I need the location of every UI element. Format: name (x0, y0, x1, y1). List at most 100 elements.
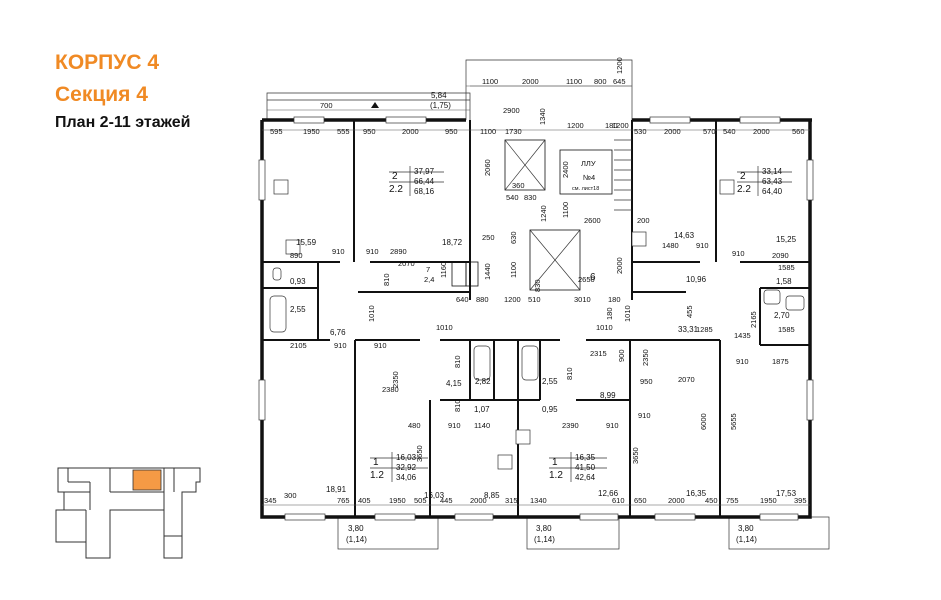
dimension-label: 180 (605, 307, 614, 320)
dimension-label: 810 (382, 273, 391, 286)
dimension-label: 910 (366, 247, 379, 256)
balcony-area-reduced: (1,14) (534, 535, 555, 544)
dimension-label: 950 (445, 127, 458, 136)
dimension-label: 1340 (538, 108, 547, 125)
dimension-label: 595 (270, 127, 283, 136)
stove-icon (497, 454, 513, 470)
stove-icon (631, 231, 647, 247)
apartment-area-total: 32,92 (396, 463, 417, 472)
dimension-label: 360 (512, 181, 525, 190)
dimension-label: 2000 (668, 496, 685, 505)
apartment-sw-info: 1 1.2 16,03 32,92 34,06 (370, 452, 428, 482)
dimension-label: 505 (414, 496, 427, 505)
dimension-label: 560 (792, 127, 805, 136)
balcony-area: 3,80 (536, 524, 552, 533)
apartment-rooms: 1 (552, 457, 558, 468)
balcony-area: 5,84 (431, 91, 447, 100)
dimensions-bottom-row: 345 300 765 405 1950 445 2000 315 1340 6… (264, 491, 807, 505)
dimension-label: 2380 (382, 385, 399, 394)
room-area-label: 1,07 (474, 405, 490, 414)
room-area-label: 14,63 (674, 231, 695, 240)
room-area-label: 10,96 (686, 275, 707, 284)
dimension-label: 250 (482, 233, 495, 242)
dimension-label: 1100 (509, 262, 518, 278)
dimension-label: 1200 (615, 57, 624, 74)
dimension-label: 765 (337, 496, 350, 505)
bathtub-icon (473, 345, 491, 381)
room-area-label: 16,35 (686, 489, 707, 498)
dimension-label: 910 (638, 411, 651, 420)
dimension-label: 1585 (778, 263, 795, 272)
dimension-label: 5655 (729, 413, 738, 430)
dimension-label: 180 (605, 121, 618, 130)
room-7-tag: 7 (426, 265, 430, 274)
dimension-label: 910 (696, 241, 709, 250)
room-area-label: 8,85 (484, 491, 500, 500)
dimension-label: 540 (506, 193, 519, 202)
apartment-rooms: 1 (373, 457, 379, 468)
dimension-label: 630 (509, 231, 518, 244)
room-area-label: 12,66 (598, 489, 619, 498)
bottom-balconies (337, 516, 830, 550)
dimension-label: 900 (617, 349, 626, 362)
apartment-rooms: 2 (740, 171, 746, 182)
dimension-label: 880 (476, 295, 489, 304)
dimension-label: 180 (608, 295, 621, 304)
dimension-label: 1730 (505, 127, 522, 136)
balcony-area: 3,80 (348, 524, 364, 533)
toilet-icon (272, 267, 282, 281)
dimension-label: 570 (703, 127, 716, 136)
balcony-area: 3,80 (738, 524, 754, 533)
dimension-label: 755 (726, 496, 739, 505)
dimension-label: 2000 (402, 127, 419, 136)
dimension-label: 910 (606, 421, 619, 430)
dimension-label: 910 (332, 247, 345, 256)
dimension-label: 3650 (415, 445, 424, 462)
dimension-label: 3010 (574, 295, 591, 304)
top-balcony (266, 92, 471, 120)
room-areas: 15,59 18,72 0,93 2,55 6,76 14,63 15,25 1… (290, 231, 797, 500)
room-area-label: 2,82 (475, 377, 491, 386)
stair-label: ЛЛУ (581, 159, 596, 168)
dimension-label: 1010 (436, 323, 453, 332)
lift-tag: 6 (590, 272, 596, 283)
dimension-label: 2070 (398, 259, 415, 268)
dimension-label: 3650 (631, 447, 640, 464)
dimension-label: 1950 (303, 127, 320, 136)
dimensions-lower: 910 2380 2350 480 810 810 910 1140 2390 … (374, 341, 789, 464)
dimension-label: 1010 (367, 305, 376, 322)
apartment-type: 2.2 (737, 184, 751, 195)
dimensions-top-mid: 700 2900 1340 1200 180 1200 (320, 101, 629, 130)
room-area-label: 16,03 (424, 491, 445, 500)
sink-icon (785, 295, 805, 311)
bathtub-icon (521, 345, 539, 381)
dimension-label: 300 (284, 491, 297, 500)
dimension-label: 2165 (749, 311, 758, 328)
stove-icon (719, 179, 735, 195)
apartment-area-full: 64,40 (762, 187, 783, 196)
stove-icon (273, 179, 289, 195)
dimension-label: 1160 (439, 262, 448, 278)
dimension-label: 1100 (480, 127, 496, 136)
stair-note: см. лист18 (572, 186, 599, 192)
apartment-type: 2.2 (389, 184, 403, 195)
top-stair-projection (465, 59, 633, 120)
dimension-label: 1010 (596, 323, 613, 332)
dimension-label: 1100 (566, 77, 582, 86)
dimension-label: 1435 (734, 331, 751, 340)
stair-core: ЛЛУ №4 см. лист18 6 7 2,4 (424, 139, 632, 291)
dimensions-top-far: 1100 2000 1100 800 645 1200 (482, 57, 626, 86)
dimension-label: 2350 (391, 371, 400, 388)
apartment-se-info: 1 1.2 16,35 41,50 42,64 (549, 452, 607, 482)
dimension-label: 2070 (678, 375, 695, 384)
dimensions-top-row: 595 1950 555 950 2000 950 1100 1730 530 … (270, 127, 805, 136)
dimension-label: 810 (453, 355, 462, 368)
balcony-area-reduced: (1,14) (736, 535, 757, 544)
apartment-rooms: 2 (392, 171, 398, 182)
stair-number: №4 (583, 173, 595, 182)
dimension-label: 2105 (290, 341, 307, 350)
dimension-label: 200 (637, 216, 650, 225)
apartment-area-total: 66,44 (414, 177, 435, 186)
dimension-label: 450 (705, 496, 718, 505)
